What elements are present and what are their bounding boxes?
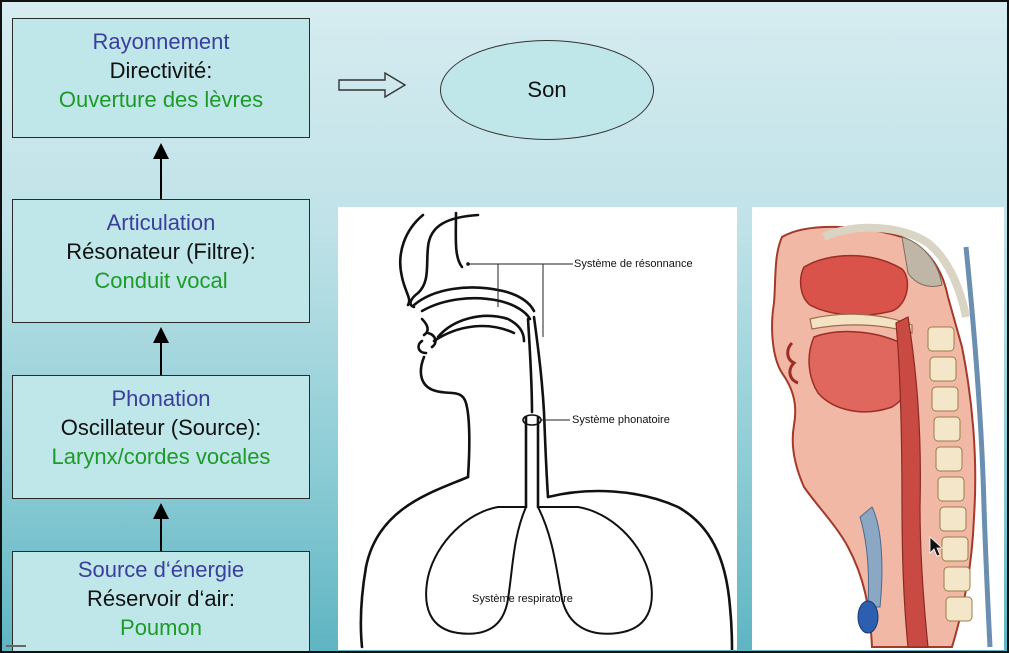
box-title: Source d‘énergie <box>13 555 309 584</box>
vocal-tract-drawing <box>338 207 737 650</box>
respiratory-label: Système respiratoire <box>472 593 573 605</box>
arrow-up-icon <box>153 327 169 343</box>
box-role: Résonateur (Filtre): <box>13 237 309 266</box>
box-organ: Larynx/cordes vocales <box>13 442 309 471</box>
sound-ellipse: Son <box>440 40 654 140</box>
connector-line <box>160 342 162 376</box>
arrow-up-icon <box>153 143 169 159</box>
box-title: Rayonnement <box>13 27 309 56</box>
vocal-tract-schematic: Système de résonnance Système phonatoire… <box>338 207 737 650</box>
connector-line <box>160 518 162 552</box>
divider <box>6 645 26 647</box>
right-arrow-icon <box>337 71 409 99</box>
radiation-box: Rayonnement Directivité: Ouverture des l… <box>12 18 310 138</box>
anatomy-illustration <box>752 207 1004 650</box>
connector-line <box>160 158 162 200</box>
articulation-box: Articulation Résonateur (Filtre): Condui… <box>12 199 310 323</box>
box-role: Oscillateur (Source): <box>13 413 309 442</box>
sound-label: Son <box>527 77 566 103</box>
head-cross-section-image <box>752 207 1004 650</box>
box-title: Phonation <box>13 384 309 413</box>
box-role: Directivité: <box>13 56 309 85</box>
resonance-label: Système de résonnance <box>574 258 693 270</box>
box-organ: Conduit vocal <box>13 266 309 295</box>
arrow-up-icon <box>153 503 169 519</box>
box-organ: Poumon <box>13 613 309 642</box>
box-title: Articulation <box>13 208 309 237</box>
energy-source-box: Source d‘énergie Réservoir d‘air: Poumon <box>12 551 310 653</box>
phonation-box: Phonation Oscillateur (Source): Larynx/c… <box>12 375 310 499</box>
box-organ: Ouverture des lèvres <box>13 85 309 114</box>
box-role: Réservoir d‘air: <box>13 584 309 613</box>
phonatory-label: Système phonatoire <box>572 414 670 426</box>
